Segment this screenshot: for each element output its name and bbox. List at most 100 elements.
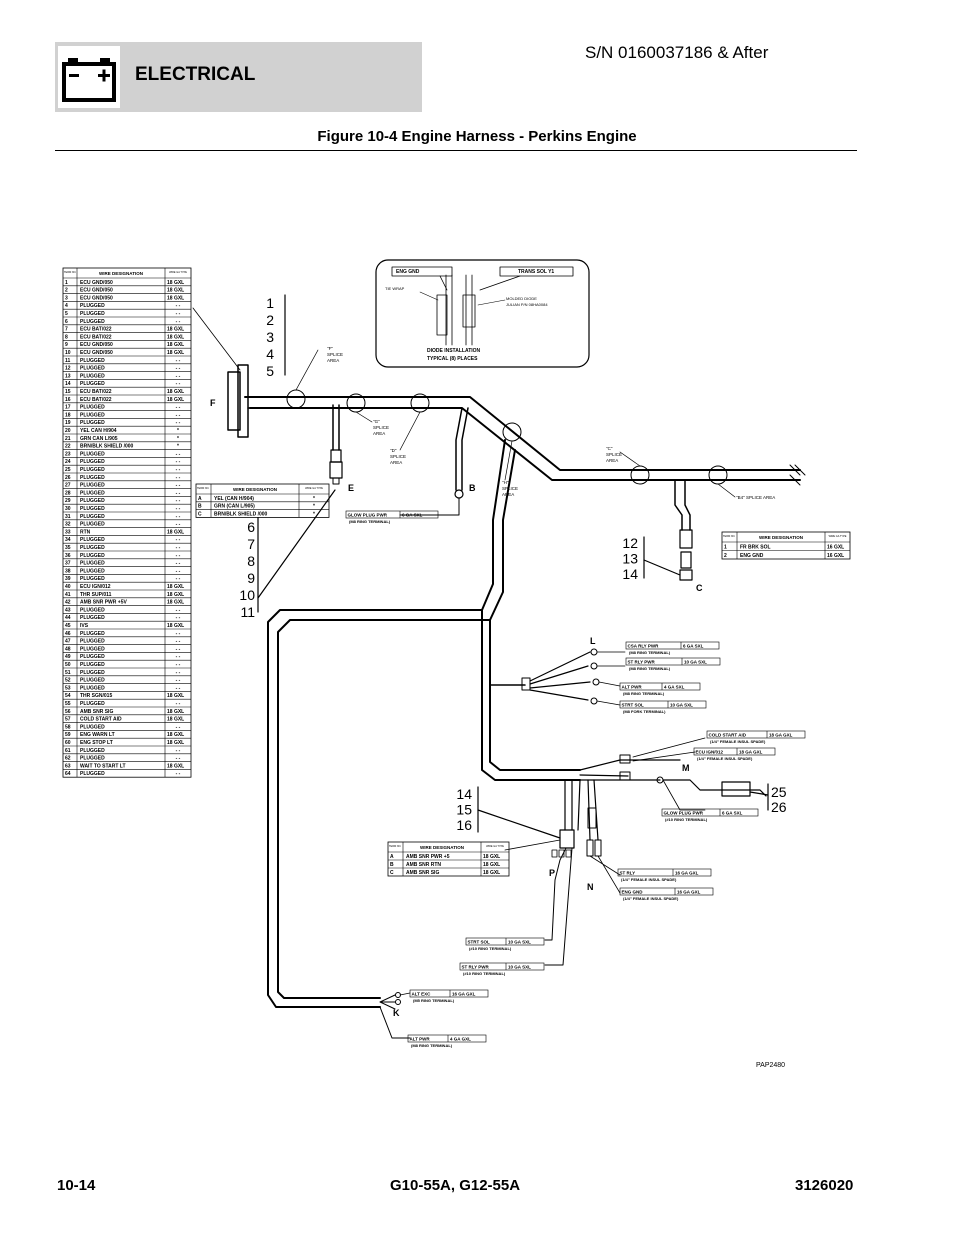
table-f-row-pin: 55 [65,701,71,707]
table-f-row-size: - - [176,568,181,574]
table-f-row-designation: PLUGGED [80,724,105,730]
table-f-row-pin: 34 [65,537,71,543]
table-f-row-pin: 56 [65,709,71,715]
figure-title: Figure 10-4 Engine Harness - Perkins Eng… [317,128,637,145]
table-f-row-designation: PLUGGED [80,631,105,637]
wire-strt-sol-l-size: 10 GA SXL [670,703,693,708]
table-e-header-designation: WIRE DESIGNATION [233,487,277,492]
table-f-row-pin: 37 [65,561,71,567]
splice-note-c: AREA [606,458,618,463]
table-f-row-size: - - [176,607,181,613]
table-f-row-size: 18 GXL [167,350,184,356]
table-p-border [387,841,510,877]
wire-st-rly-pwr-l-box [625,657,721,666]
table-f-row-size: 18 GXL [167,295,184,301]
table-f-row-designation: PLUGGED [80,459,105,465]
table-f-row-size: - - [176,670,181,676]
table-f-row-pin: 53 [65,685,71,691]
table-f-row-designation: GRN CAN L/905 [80,436,118,442]
callout-number: 5 [266,363,274,379]
table-f-row-designation: PLUGGED [80,553,105,559]
table-f-row-size: - - [176,646,181,652]
table-f-row-pin: 46 [65,631,71,637]
callout-number: 8 [247,553,255,569]
table-f-row-pin: 25 [65,467,71,473]
callout-number: 9 [247,570,255,586]
table-c-row-pin: 2 [724,553,727,559]
wire-strt-sol-l-terminal: (M8 FORK TERMINAL) [623,709,666,714]
table-f-row-designation: ECU BAT/022 [80,334,112,340]
splice-note-c: SPLICE [606,452,622,457]
table-f-row-designation: THR SGN/015 [80,693,112,699]
wire-strt-sol-l-box [619,700,707,709]
callout-number: 12 [622,535,638,551]
table-f-row-designation: PLUGGED [80,771,105,777]
table-f-row-pin: 20 [65,428,71,434]
table-f-row-size: 18 GXL [167,327,184,333]
table-f-row-pin: 42 [65,600,71,606]
callout-number: 14 [622,566,638,582]
table-f-row-size: 18 GXL [167,342,184,348]
table-f-row-size: - - [176,553,181,559]
inset-trans-sol-label: TRANS SOL Y1 [518,269,554,275]
wire-alt-exc-terminal: (M5 RING TERMINAL) [413,998,455,1003]
table-f-row-designation: AMB SNR SIG [80,709,113,715]
footer-page-number: 10-14 [57,1177,96,1194]
table-f-row-size: - - [176,576,181,582]
table-f-header-size: WIRE GA TYPE [169,271,187,274]
table-f-row-pin: 59 [65,732,71,738]
table-f-row-designation: ECU BAT/022 [80,397,112,403]
table-f-row-size: - - [176,483,181,489]
table-f-row-designation: WAIT TO START LT [80,763,126,769]
table-f-row-pin: 12 [65,366,71,372]
table-e-row-size: * [313,504,315,510]
splice-note-h: "H" [502,480,509,485]
wire-glow-plug-pwr-b-terminal: (M8 RING TERMINAL) [349,519,391,524]
table-f-row-pin: 63 [65,763,71,769]
table-f-row-pin: 41 [65,592,71,598]
table-f-row-pin: 22 [65,444,71,450]
table-f-row-size: - - [176,381,181,387]
table-f-row-pin: 24 [65,459,71,465]
table-f-row-designation: PLUGGED [80,545,105,551]
table-f-row-designation: ECU GND/050 [80,295,113,301]
table-f-row-pin: 11 [65,358,71,364]
table-f-row-size: - - [176,678,181,684]
inset-eng-gnd-label: ENG GND [396,269,420,275]
table-f-row-pin: 10 [65,350,71,356]
table-f-row-pin: 43 [65,607,71,613]
wire-st-rly-n-name: ST RLY [620,871,636,876]
inset-molded-diode-label: MOLDED DIODE [506,296,537,301]
table-p-header-pin: TERM NO. [389,845,402,848]
wire-st-rly-pwr-k-name: ST RLY PWR [462,965,490,970]
table-f-row-size: 18 GXL [167,693,184,699]
table-f-row-size: - - [176,358,181,364]
table-f-row-pin: 51 [65,670,71,676]
table-e-border [195,483,330,518]
table-f-header-pin: TERM NO. [64,271,77,274]
wire-glow-plug-pwr-b-size: 6 GA SXL [402,513,423,518]
table-f-row-size: - - [176,311,181,317]
table-f-row-pin: 38 [65,568,71,574]
wire-csa-rly-pwr-name: CSA RLY PWR [628,644,660,649]
connector-label-c: C [696,583,703,593]
table-f-row-size: - - [176,459,181,465]
table-f-row-size: - - [176,756,181,762]
wire-cold-start-aid-size: 18 GA GXL [769,733,793,738]
table-f-row-designation: PLUGGED [80,756,105,762]
wire-glow-plug-pwr-m-size: 6 GA SXL [722,811,743,816]
battery-icon [58,46,120,108]
table-e-row-size: * [313,496,315,502]
table-f-row-designation: PLUGGED [80,467,105,473]
table-f-row-designation: PLUGGED [80,420,105,426]
table-f-row-size: 18 GXL [167,397,184,403]
table-f-row-pin: 26 [65,475,71,481]
table-f-row-designation: PLUGGED [80,561,105,567]
table-f-row-designation: PLUGGED [80,412,105,418]
table-p-row-pin: B [390,862,394,868]
